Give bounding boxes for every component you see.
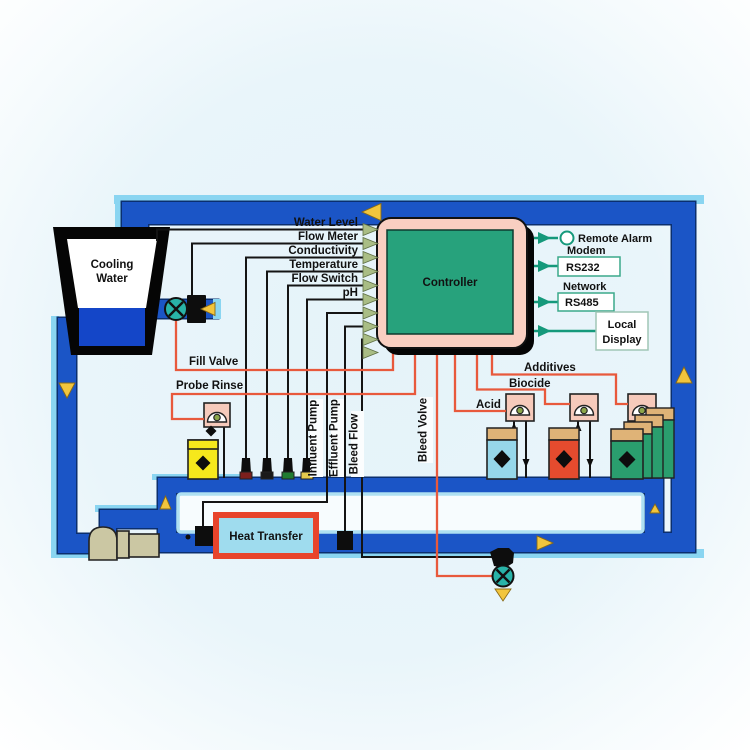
flow-arrow-tower-inlet bbox=[199, 301, 216, 317]
tower-label-line1: Cooling bbox=[91, 259, 134, 271]
controller-screen bbox=[386, 229, 514, 335]
pipe-left-downleg bbox=[58, 318, 76, 553]
heat-exchanger: Heat Transfer bbox=[213, 512, 319, 559]
controller-input-arrows bbox=[362, 222, 380, 360]
flow-arrow-riser-up bbox=[159, 494, 172, 510]
effluent-pump-fitting bbox=[337, 531, 353, 550]
local-display-line2: Display bbox=[602, 334, 642, 346]
flow-arrow-left-down bbox=[58, 382, 76, 399]
bleed-valve-label: Bleed Volve bbox=[418, 398, 430, 462]
drop-icon bbox=[205, 425, 217, 437]
actuator-labels: Fill Valve Probe Rinse Influent Pump Eff… bbox=[176, 356, 433, 477]
biocide-pump bbox=[569, 393, 599, 478]
temperature-wire bbox=[266, 270, 364, 458]
probe-rinse-label: Probe Rinse bbox=[176, 380, 243, 392]
ph-wire bbox=[306, 298, 364, 458]
tower-interior bbox=[67, 239, 157, 308]
influent-indicator-dot bbox=[185, 534, 191, 540]
pipe-pump-line bbox=[100, 510, 178, 528]
controller: Controller bbox=[376, 217, 534, 355]
hazard-diamond bbox=[493, 450, 511, 468]
ph-label: pH bbox=[343, 287, 358, 299]
controller-label: Controller bbox=[423, 277, 478, 289]
biocide-wire bbox=[475, 352, 570, 406]
rs485-box bbox=[557, 292, 615, 312]
flow-meter-wire bbox=[191, 242, 364, 296]
modem-label: Modem bbox=[567, 245, 606, 257]
bleed-valve-body bbox=[490, 548, 514, 568]
conductivity-label: Conductivity bbox=[288, 245, 358, 257]
effluent-pump-label: Effluent Pump bbox=[329, 399, 341, 477]
biocide-tank bbox=[548, 427, 580, 480]
flow-switch-probe bbox=[281, 458, 295, 480]
influent-pump-wire bbox=[202, 312, 364, 527]
rs232-label: RS232 bbox=[566, 262, 600, 274]
flow-arrow-bleed-out bbox=[494, 588, 512, 602]
network-label: Network bbox=[563, 281, 607, 293]
additives-label: Additives bbox=[524, 362, 576, 374]
flow-meter-fitting bbox=[187, 295, 206, 323]
cooling-tower: Cooling Water bbox=[53, 227, 170, 355]
chemical-labels: Acid Biocide Additives bbox=[476, 362, 576, 411]
effluent-pump-wire bbox=[344, 325, 364, 532]
additives-tanks bbox=[610, 407, 675, 480]
bleed-valve-wire bbox=[435, 352, 493, 578]
local-display-line1: Local bbox=[608, 319, 637, 331]
hazard-diamond bbox=[555, 450, 573, 468]
flow-arrow-right-up bbox=[675, 365, 693, 384]
hazard-diamond bbox=[195, 455, 211, 471]
water-level-label: Water Level bbox=[294, 217, 358, 229]
flow-arrow-bottom-right bbox=[536, 535, 555, 551]
flow-switch-label: Flow Switch bbox=[292, 273, 358, 285]
additives-wire bbox=[490, 352, 628, 406]
fill-valve-label: Fill Valve bbox=[189, 356, 238, 368]
fill-pipe-endcap bbox=[213, 299, 221, 319]
control-wires bbox=[170, 321, 628, 578]
flow-arrow-top-left bbox=[360, 202, 382, 222]
rinse-tank bbox=[187, 439, 219, 480]
pipe-tower-downleg bbox=[122, 202, 148, 229]
tower-water bbox=[79, 308, 145, 346]
fill-valve bbox=[164, 297, 188, 321]
pump-rotor bbox=[213, 413, 221, 422]
rs485-label: RS485 bbox=[565, 297, 599, 309]
fill-valve-wire bbox=[174, 321, 395, 372]
acid-tank bbox=[486, 427, 518, 480]
biocide-label: Biocide bbox=[509, 378, 551, 390]
flow-switch-wire bbox=[287, 284, 364, 458]
pipe-sensor-run bbox=[158, 478, 657, 493]
flow-meter-label: Flow Meter bbox=[298, 231, 359, 243]
flow-arrow-downcomer bbox=[649, 503, 661, 514]
tower-label-line2: Water bbox=[96, 273, 128, 285]
probe-rinse-wire bbox=[170, 352, 417, 421]
pipe-top-header bbox=[122, 202, 695, 224]
influent-pump-fitting bbox=[195, 526, 213, 546]
recirculation-pump bbox=[88, 526, 160, 561]
probe-rinse-pump bbox=[203, 402, 231, 478]
remote-alarm-lamp bbox=[559, 230, 575, 246]
bleed-valve bbox=[491, 564, 515, 588]
hazard-diamond bbox=[618, 451, 636, 468]
conductivity-probe bbox=[239, 458, 253, 480]
controller-outputs: Remote Alarm Modem RS232 Network RS485 L… bbox=[534, 230, 652, 351]
rs232-box bbox=[557, 256, 621, 277]
influent-pump-label: Influent Pump bbox=[308, 400, 320, 477]
remote-alarm-label: Remote Alarm bbox=[578, 233, 652, 245]
heat-exchanger-label: Heat Transfer bbox=[229, 531, 303, 543]
temperature-label: Temperature bbox=[289, 259, 358, 271]
acid-label: Acid bbox=[476, 399, 501, 411]
temperature-probe bbox=[260, 458, 274, 480]
sensor-labels: Water Level Flow Meter Conductivity Temp… bbox=[288, 217, 358, 299]
flow-arrows bbox=[58, 202, 693, 602]
water-level-wire bbox=[156, 228, 364, 241]
conductivity-wire bbox=[245, 256, 364, 458]
bleed-flow-label: Bleed Flow bbox=[349, 414, 361, 475]
inline-probes bbox=[239, 458, 314, 480]
local-display-box bbox=[595, 311, 649, 351]
acid-wire bbox=[453, 352, 506, 413]
